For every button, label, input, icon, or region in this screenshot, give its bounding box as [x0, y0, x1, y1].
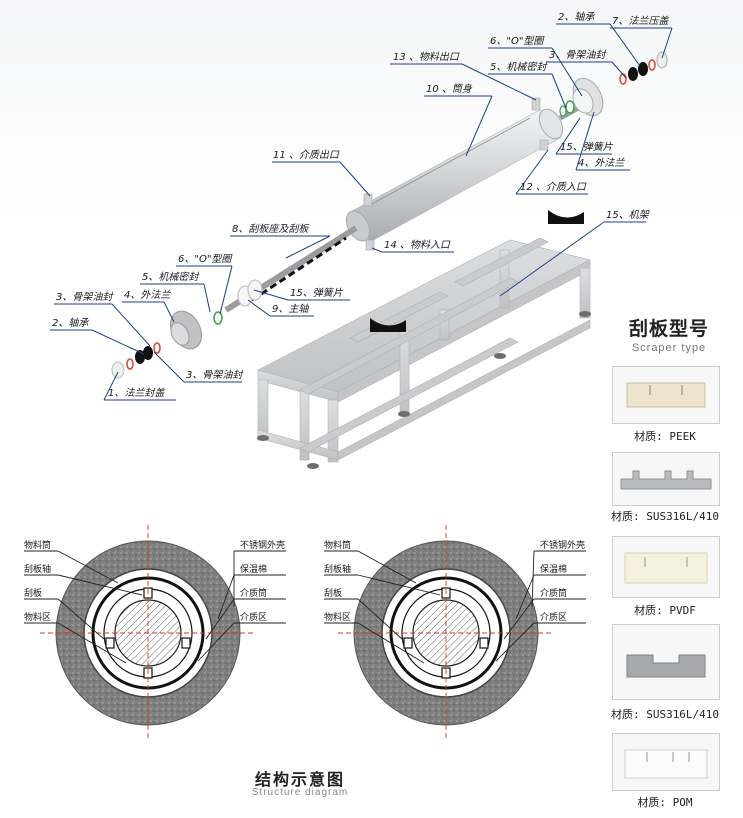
leader-line: [555, 117, 581, 155]
section-label-right: 介质筒: [540, 587, 567, 599]
part-label-inlet: 14 、物料入口: [384, 239, 451, 251]
saddle-right: [548, 210, 584, 224]
material-label: 材质: SUS316L/410: [610, 708, 720, 721]
section-label-left: 刮板轴: [324, 563, 351, 575]
part-label-skel_seal_l2: 3、骨架油封: [186, 369, 244, 381]
section-label-right: 介质筒: [240, 587, 267, 599]
leader-line: [499, 221, 605, 297]
scraper-blade: [479, 637, 489, 649]
leader-line: [661, 27, 673, 59]
leader-line: [371, 247, 383, 253]
right-end-parts: [559, 51, 668, 117]
scraper-blade: [105, 637, 115, 649]
leader-line: [339, 161, 371, 197]
structure-title: 结构示意图: [254, 770, 345, 789]
material-label: 材质: PEEK: [634, 430, 696, 443]
scraper-card-sus-1: [612, 452, 720, 506]
part-label-skel_seal_r: 3、骨架油封: [549, 49, 607, 61]
scraper-blade: [181, 637, 191, 649]
leader-line: [247, 299, 271, 317]
structure-subtitle: Structure diagram: [251, 787, 349, 798]
section-label-left: 刮板: [24, 587, 42, 599]
part-label-flange_l: 4、外法兰: [124, 289, 171, 301]
part-label-barrel: 10 、筒身: [426, 83, 473, 95]
part-label-oring_l: 6、"O"型圈: [178, 253, 233, 265]
scraper-card-peek: [612, 366, 720, 424]
scraper-blade: [403, 637, 413, 649]
leader-line: [153, 351, 185, 383]
leader-line: [551, 47, 583, 97]
section-label-left: 刮板轴: [24, 563, 51, 575]
part-label-flange_r: 4、外法兰: [578, 157, 625, 169]
section-label-left: 刮板: [324, 587, 342, 599]
leader-line: [609, 23, 641, 67]
part-label-flange_cap: 1、法兰封盖: [108, 387, 165, 399]
frame-feet: [257, 311, 591, 469]
scraper-card-pom: [612, 733, 720, 791]
leader-line: [575, 111, 595, 171]
leader-line: [515, 149, 549, 195]
part-label-shaft: 9、主轴: [272, 303, 309, 315]
part-label-flange_press: 7、法兰压盖: [612, 15, 669, 27]
scraper-card-pvdf: [612, 536, 720, 598]
section-label-right: 介质区: [240, 611, 267, 623]
left-end-parts: [111, 279, 263, 379]
frame: [257, 237, 591, 463]
leader-line: [103, 371, 119, 401]
leader-line: [461, 63, 537, 101]
part-label-skel_seal_l: 3、骨架油封: [56, 291, 114, 303]
section-label-right: 不锈钢外壳: [240, 539, 285, 551]
part-label-medium_in: 12 、介质入口: [520, 181, 587, 193]
part-label-mech_seal_l: 5、机械密封: [142, 271, 200, 283]
section-label-left: 物料区: [24, 611, 51, 623]
section-label-right: 保温棉: [540, 563, 567, 575]
section-label-left: 物料区: [324, 611, 351, 623]
leader-line: [611, 61, 627, 79]
leader-line: [163, 301, 175, 323]
section-label-left: 物料筒: [24, 539, 51, 551]
leader-line: [203, 283, 211, 313]
part-label-frame: 15、机架: [606, 209, 651, 221]
part-label-spring_l: 15、弹簧片: [290, 287, 344, 299]
part-label-outlet: 13 、物料出口: [393, 51, 460, 63]
material-label: 材质: PVDF: [634, 604, 696, 617]
saddle-left: [370, 318, 406, 332]
part-label-bearing_r: 2、轴承: [558, 11, 595, 23]
barrel: [345, 97, 564, 251]
section-label-right: 保温棉: [240, 563, 267, 575]
scraper-card-sus-2: [612, 624, 720, 700]
section-label-right: 介质区: [540, 611, 567, 623]
part-label-medium_out: 11 、介质出口: [273, 149, 340, 161]
material-label: 材质: POM: [637, 796, 693, 809]
part-label-oring_r: 6、"O"型圈: [490, 35, 545, 47]
section-label-left: 物料筒: [324, 539, 351, 551]
leader-line: [465, 95, 493, 157]
section-label-right: 不锈钢外壳: [540, 539, 585, 551]
scraper-type-subtitle: Scraper type: [631, 342, 707, 354]
part-label-scraper_seat: 8、刮板座及刮板: [232, 223, 310, 235]
part-label-spring_r: 15、弹簧片: [560, 141, 614, 153]
leader-line: [219, 265, 233, 315]
material-label: 材质: SUS316L/410: [610, 510, 720, 523]
leader-line: [91, 329, 145, 355]
leader-line: [253, 289, 289, 301]
part-label-bearing_l: 2、轴承: [52, 317, 89, 329]
leader-line: [551, 73, 567, 109]
leader-line: [285, 235, 331, 259]
leader-line: [111, 303, 151, 347]
scraper-type-title: 刮板型号: [628, 318, 709, 340]
part-label-mech_seal_r: 5、机械密封: [490, 61, 548, 73]
